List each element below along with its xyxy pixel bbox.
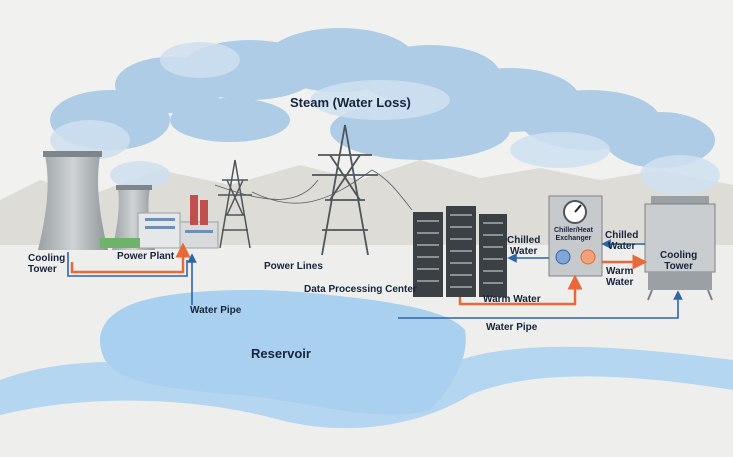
water-pipe-right (398, 290, 683, 319)
chiller-label: Chiller/Heat Exchanger (554, 227, 593, 242)
power-plant (100, 195, 219, 249)
reservoir-label: Reservoir (251, 346, 311, 361)
power-plant-label: Power Plant (117, 251, 175, 262)
water-pipe-left-label: Water Pipe (190, 305, 242, 316)
pipe-cool-left (67, 252, 188, 277)
reservoir (100, 290, 466, 415)
steam-cloud-light (50, 42, 720, 195)
warm-water-right-label: Warm Water (606, 266, 634, 288)
data-processing-center (413, 206, 507, 297)
warm-water-bottom-label: Warm Water (483, 294, 541, 305)
transmission-tower-large (312, 124, 378, 256)
pipe-warm-left (70, 242, 191, 274)
data-center-label: Data Processing Center (304, 284, 417, 295)
chiller-unit (548, 195, 603, 277)
cooling-tower-right (644, 196, 716, 301)
power-lines-label: Power Lines (264, 261, 323, 272)
chilled-water-right-label: Chilled Water (605, 230, 639, 252)
steam-label: Steam (Water Loss) (290, 95, 411, 110)
transmission-tower-small (218, 159, 252, 249)
pipe-warm-bottom (458, 274, 583, 306)
water-pipe-right-label: Water Pipe (486, 322, 538, 333)
cooling-tower-left-label: Cooling Tower (28, 253, 66, 275)
chilled-water-left-label: Chilled Water (507, 235, 541, 257)
power-lines (214, 169, 413, 211)
cooling-tower-right-label: Cooling Tower (660, 250, 698, 272)
